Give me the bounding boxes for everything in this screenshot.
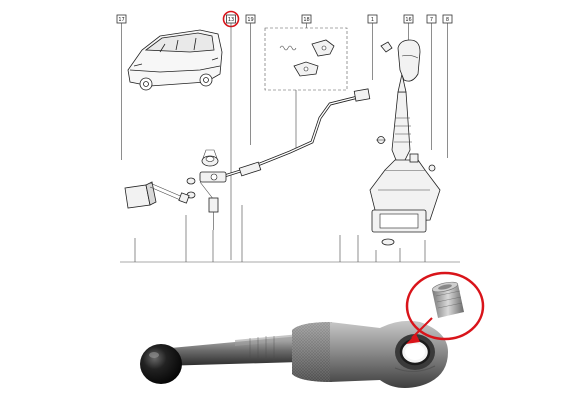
svg-text:8: 8 [446, 17, 449, 23]
linkage-kit-box [264, 27, 348, 150]
bushing-highlight [405, 271, 485, 341]
callout-19: 19 [245, 14, 256, 145]
svg-text:19: 19 [247, 17, 253, 23]
gear-lever [391, 73, 412, 163]
gear-housing [369, 159, 441, 246]
svg-text:7: 7 [430, 17, 433, 23]
callout-1: 1 [367, 14, 378, 80]
callout-17: 17 [116, 14, 127, 160]
fasteners-7-8 [376, 136, 436, 172]
svg-text:1: 1 [371, 17, 374, 23]
svg-text:16: 16 [405, 17, 411, 23]
lower-leaders [134, 205, 426, 262]
ball-knob [140, 344, 182, 384]
svg-text:13: 13 [228, 17, 234, 23]
callout-7: 7 [426, 14, 437, 150]
shift-cable [217, 88, 371, 180]
gear-knob-16 [397, 39, 421, 82]
knob-cap [380, 41, 393, 53]
car-illustration [127, 29, 223, 91]
bushing-13 [201, 149, 219, 167]
callout-13: 13 [222, 10, 240, 260]
shifter-rod-photo [140, 320, 448, 388]
bracket-17 [124, 181, 190, 209]
callout-16: 16 [403, 14, 414, 40]
callout-8: 8 [442, 14, 453, 158]
highlight-arrow [406, 317, 433, 344]
svg-text:18: 18 [303, 17, 309, 23]
bushing-part [432, 284, 464, 318]
svg-text:17: 17 [118, 17, 124, 23]
callout-18: 18 [301, 14, 312, 28]
connector-assembly [199, 171, 227, 230]
